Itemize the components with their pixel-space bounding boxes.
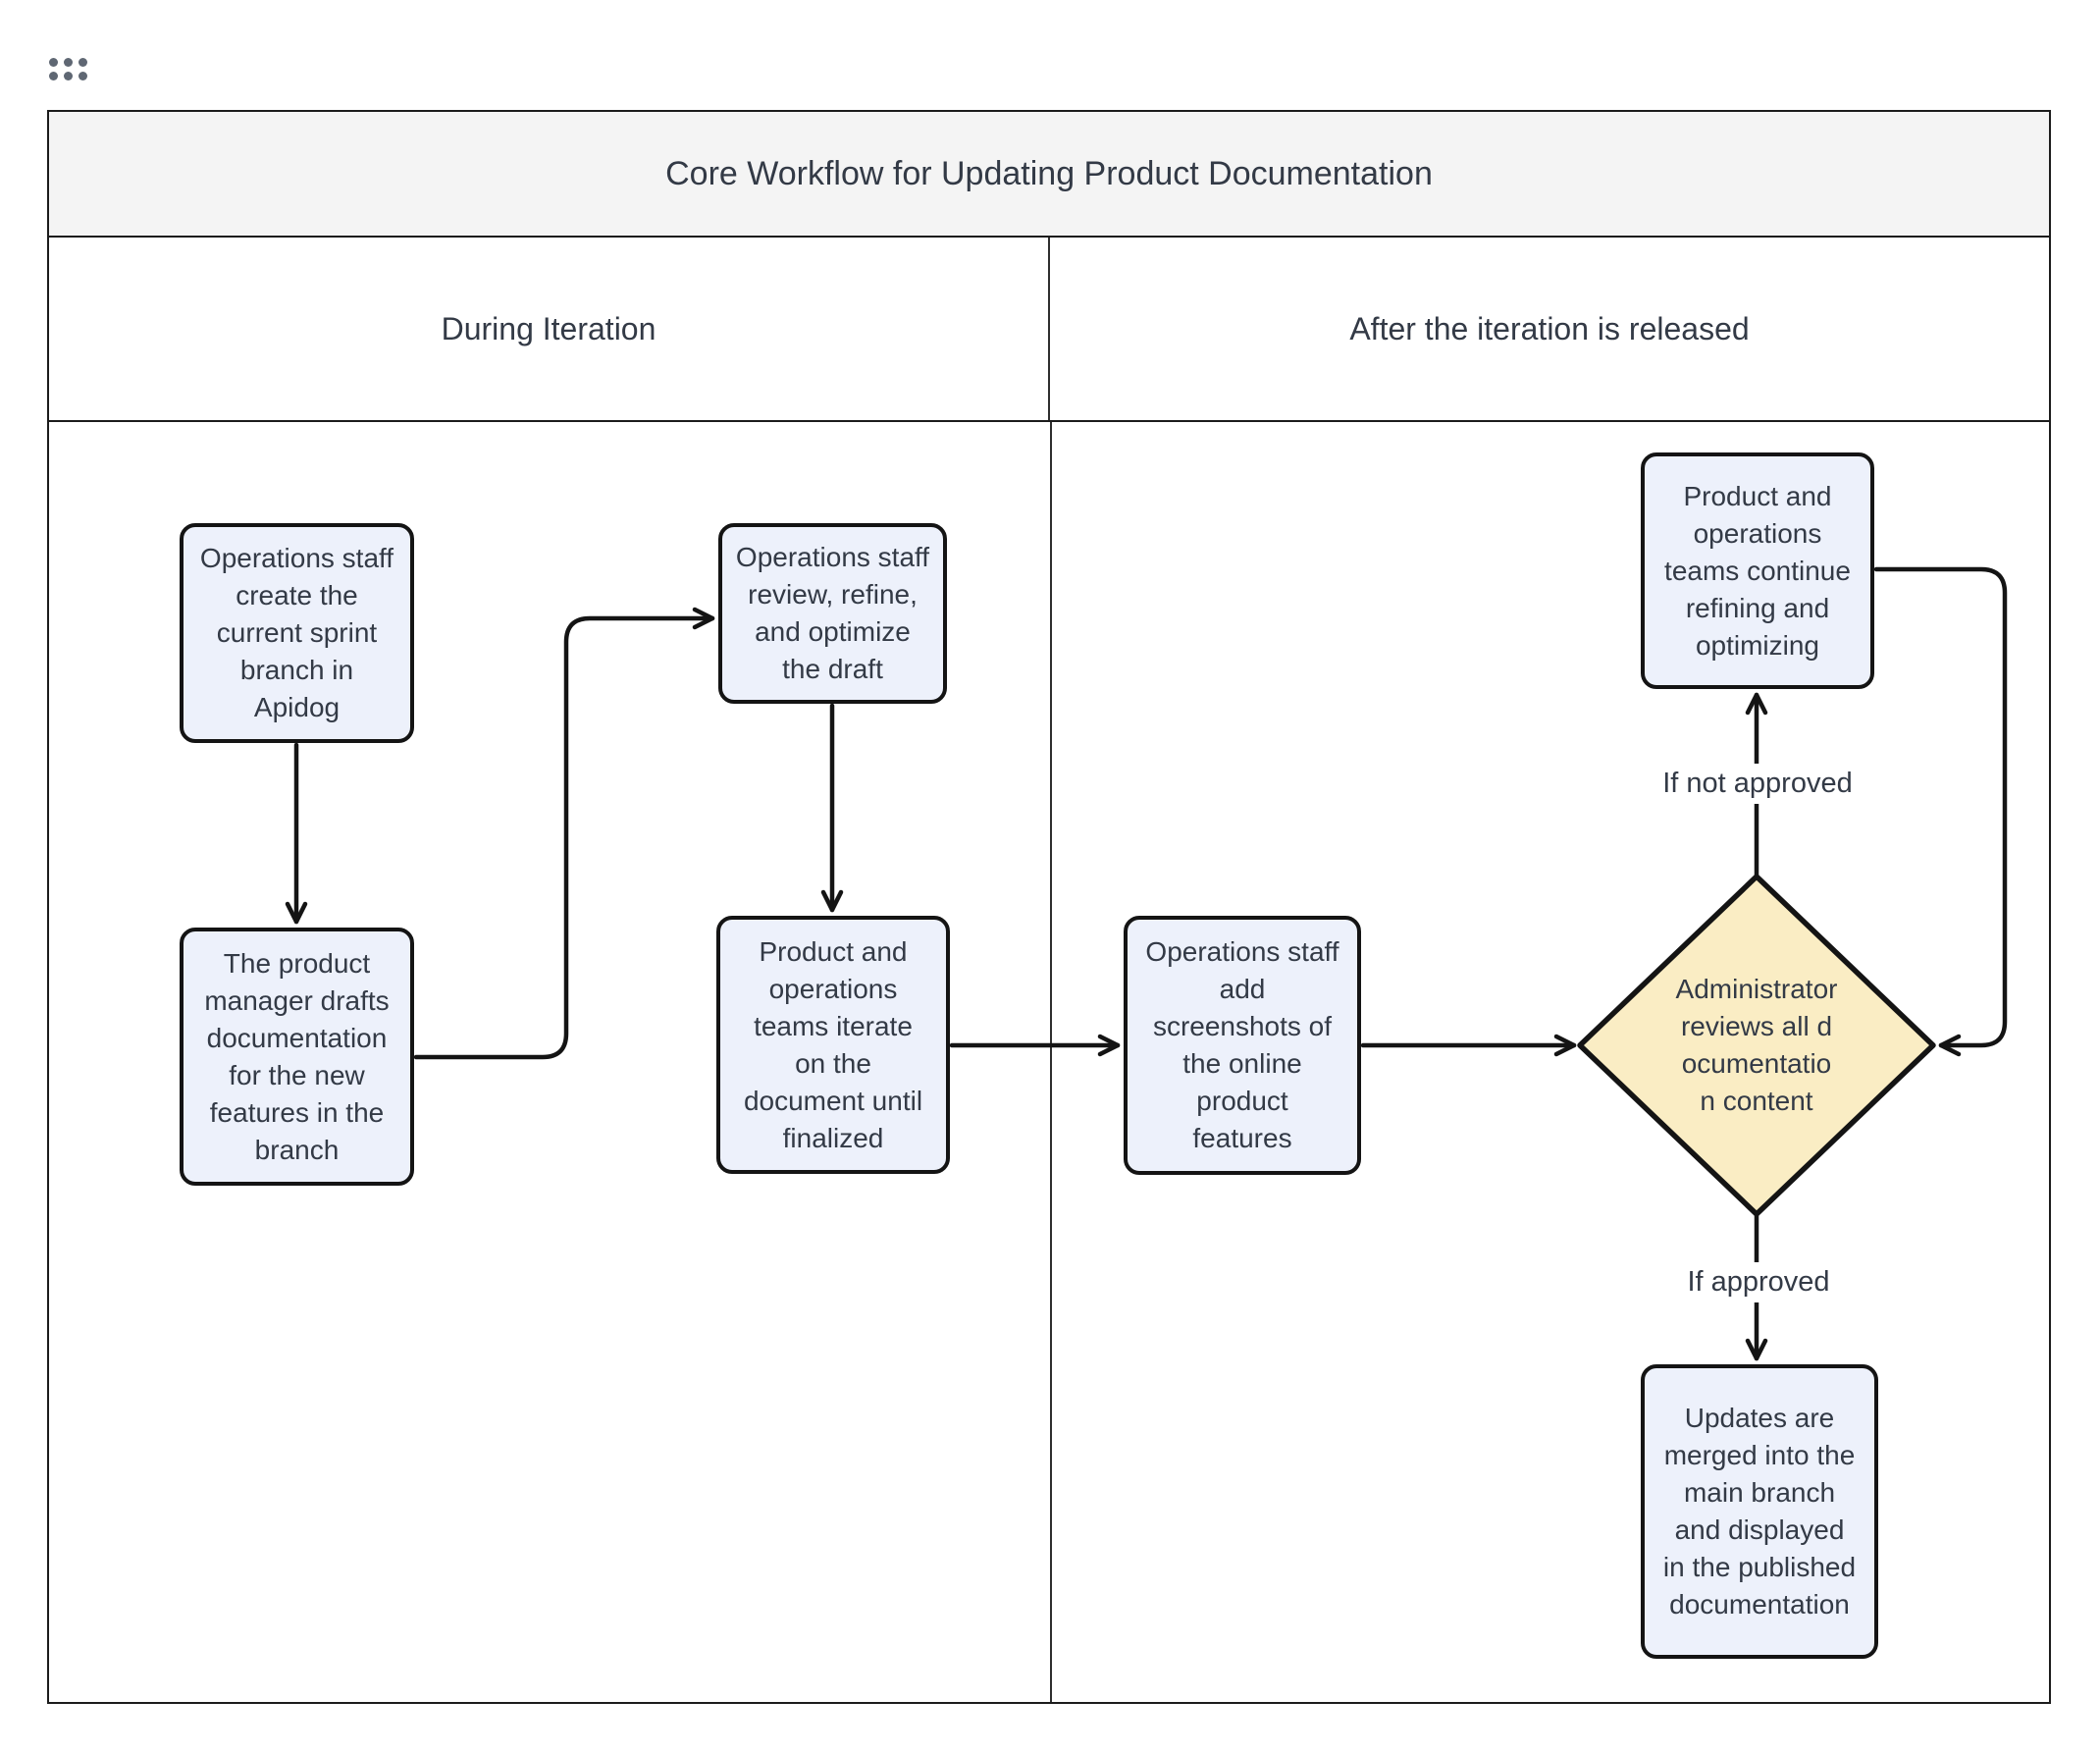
diagram-title: Core Workflow for Updating Product Docum… bbox=[665, 154, 1433, 192]
node-label: Operations staff create the current spri… bbox=[199, 543, 394, 722]
node-add-screenshots[interactable]: Operations staff add screenshots of the … bbox=[1124, 916, 1361, 1175]
node-label: Operations staff review, refine, and opt… bbox=[735, 542, 930, 684]
edge-label-if-approved: If approved bbox=[1637, 1262, 1880, 1302]
lane-label: During Iteration bbox=[441, 310, 656, 346]
flowchart-frame: Core Workflow for Updating Product Docum… bbox=[47, 110, 2051, 1704]
node-continue-refining[interactable]: Product and operations teams continue re… bbox=[1641, 452, 1874, 689]
node-review-refine[interactable]: Operations staff review, refine, and opt… bbox=[718, 523, 947, 704]
node-iterate-until-final[interactable]: Product and operations teams iterate on … bbox=[716, 916, 950, 1174]
dot bbox=[64, 72, 73, 80]
node-create-branch[interactable]: Operations staff create the current spri… bbox=[180, 523, 414, 743]
node-draft-docs[interactable]: The product manager drafts documentation… bbox=[180, 928, 414, 1186]
dot bbox=[49, 72, 58, 80]
node-label: Product and operations teams continue re… bbox=[1664, 480, 1851, 661]
lane-label: After the iteration is released bbox=[1349, 310, 1750, 346]
node-label: Product and operations teams iterate on … bbox=[743, 935, 923, 1153]
node-label: Updates are merged into the main branch … bbox=[1662, 1403, 1857, 1620]
dot bbox=[79, 58, 87, 67]
dot bbox=[79, 72, 87, 80]
lane-header-after-release: After the iteration is released bbox=[1050, 238, 2049, 420]
lane-header-during-iteration: During Iteration bbox=[49, 238, 1050, 420]
dot bbox=[64, 58, 73, 67]
node-merge-publish[interactable]: Updates are merged into the main branch … bbox=[1641, 1364, 1878, 1659]
node-label: Operations staff add screenshots of the … bbox=[1145, 936, 1339, 1153]
diagram-title-bar: Core Workflow for Updating Product Docum… bbox=[49, 112, 2049, 238]
node-label: The product manager drafts documentation… bbox=[204, 947, 390, 1165]
edge-label-if-not-approved: If not approved bbox=[1605, 764, 1910, 804]
lane-header-row: During Iteration After the iteration is … bbox=[49, 238, 2049, 422]
lane-divider bbox=[1050, 422, 1052, 1702]
drag-handle-dots-icon[interactable] bbox=[49, 58, 92, 83]
dot bbox=[49, 58, 58, 67]
